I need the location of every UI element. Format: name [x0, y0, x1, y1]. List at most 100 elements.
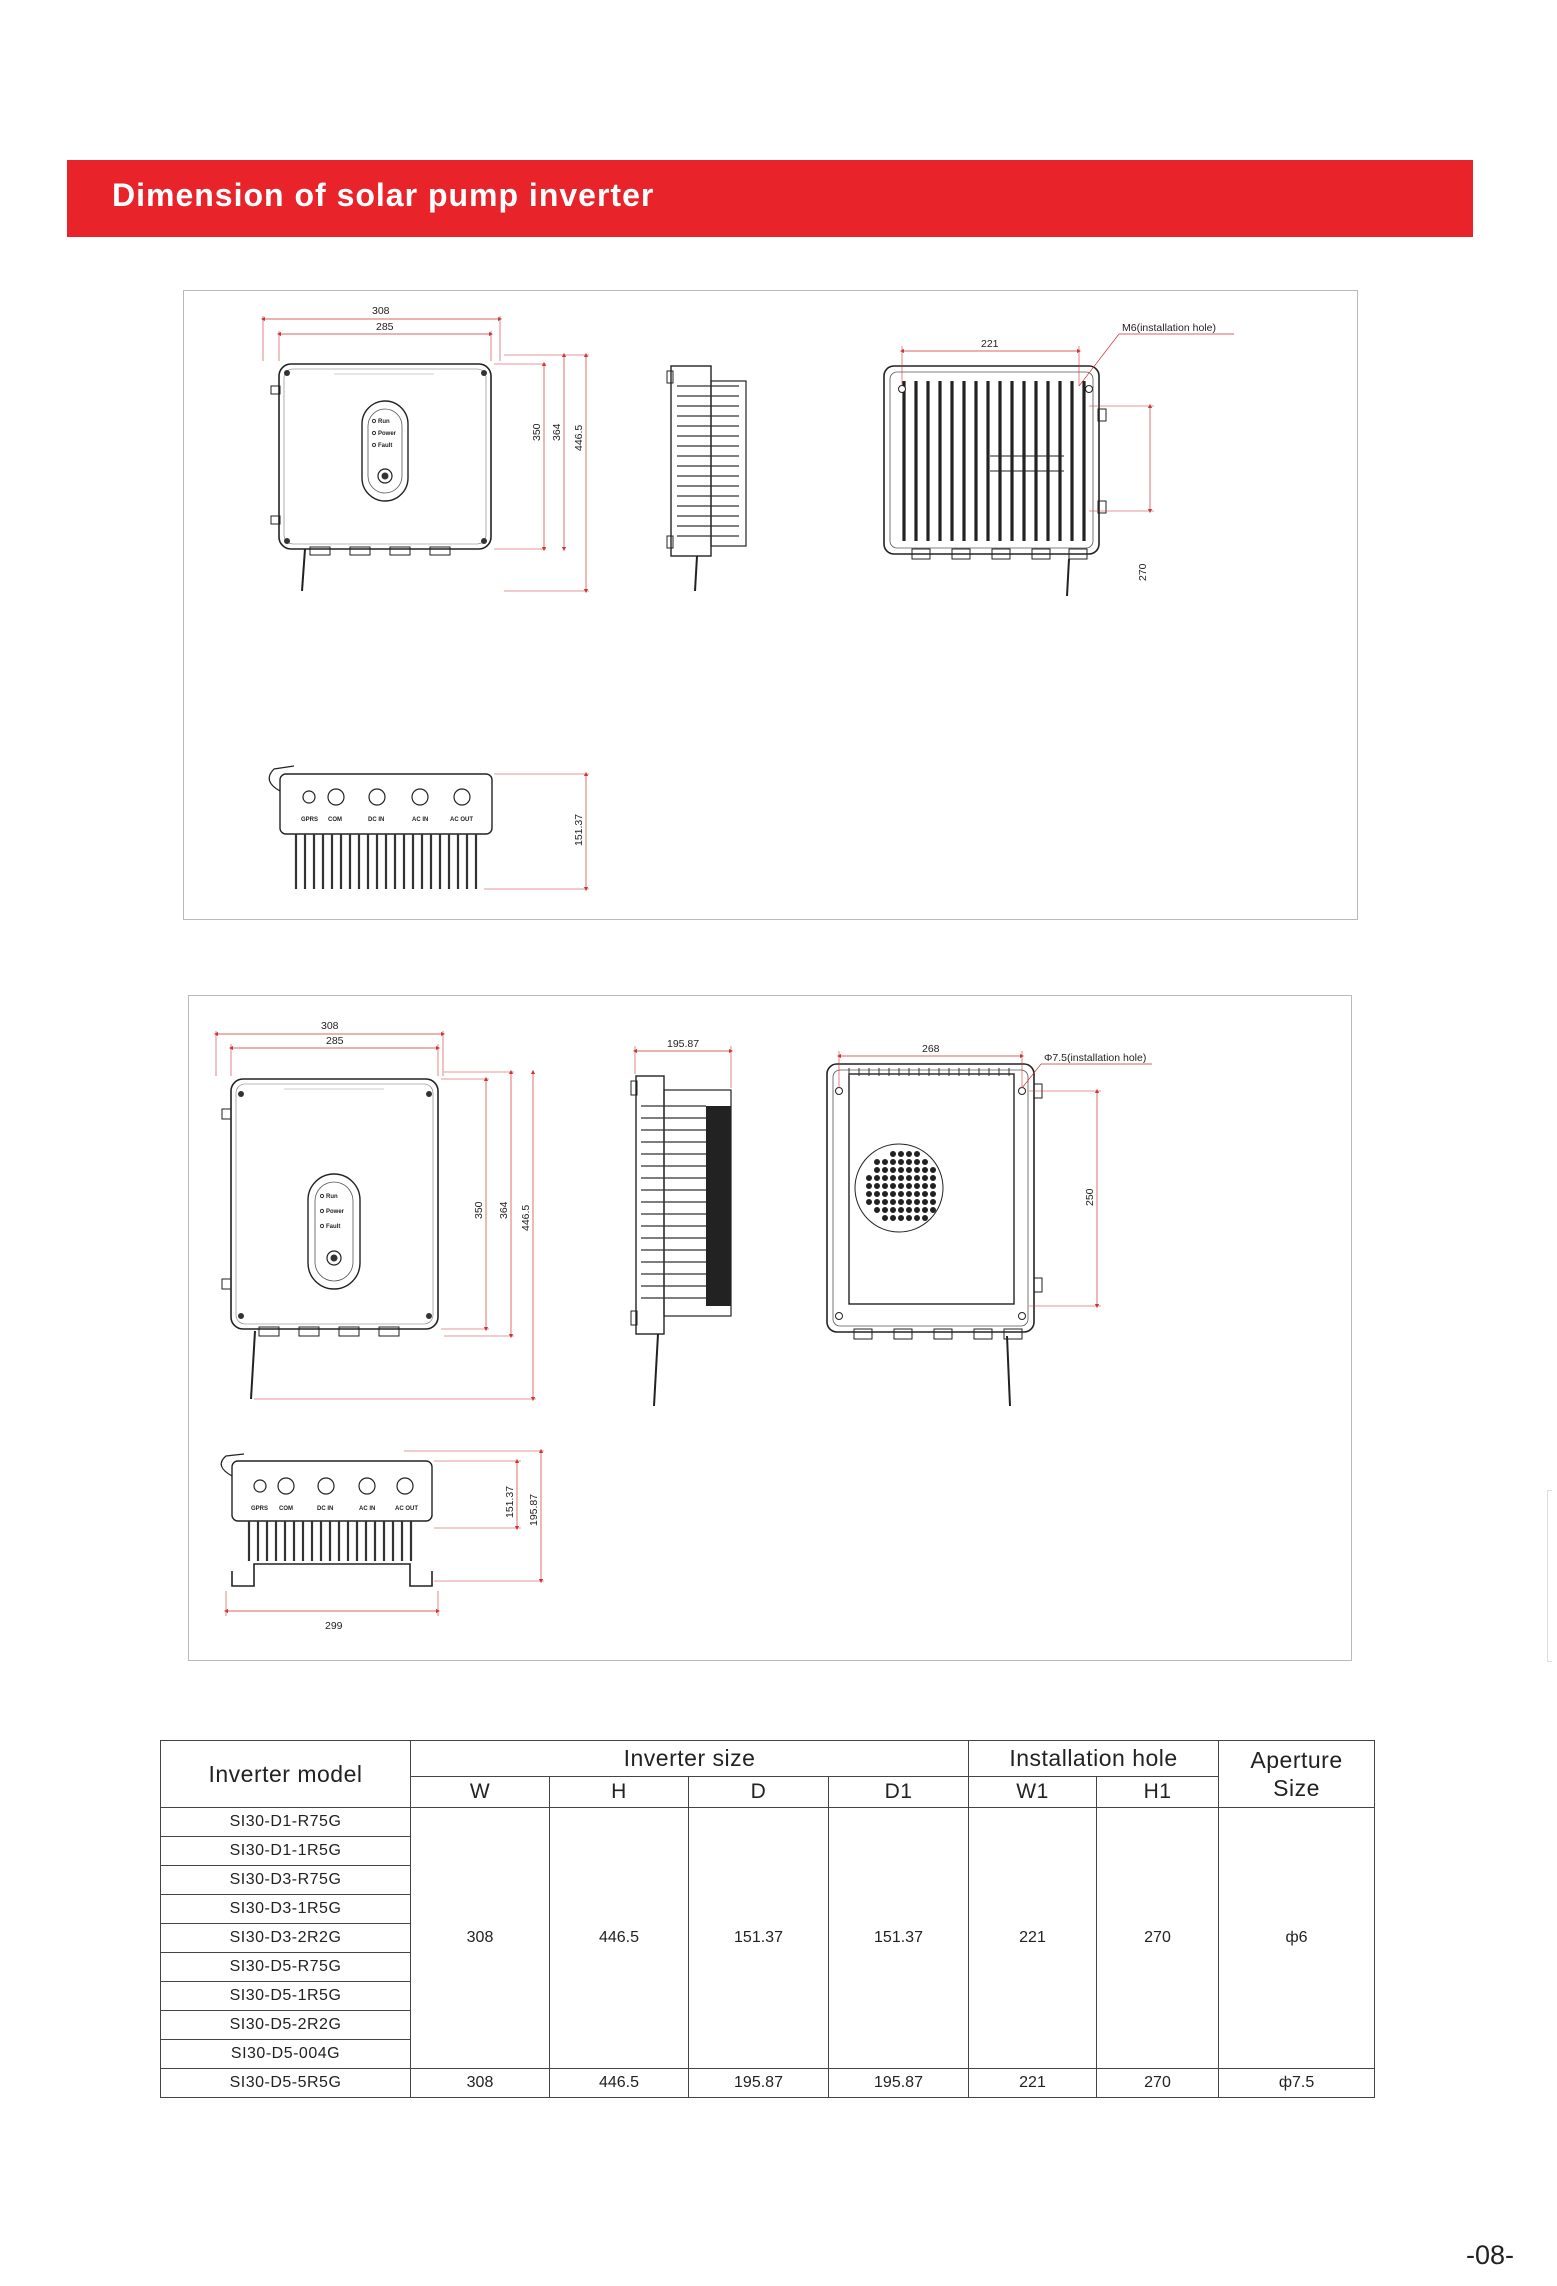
table-row: SI30-D5-2R2G [160, 2010, 1375, 2040]
fan-hole [898, 1151, 904, 1157]
drawing-2-bottom-dimensions: 151.37 195.87 299 [223, 1448, 544, 1632]
fan-hole [874, 1199, 880, 1205]
model-cell: SI30-D3-1R5G [160, 1894, 411, 1924]
fan-hole [874, 1183, 880, 1189]
dim-depth-195-87: 195.87 [667, 1038, 699, 1050]
port-label-gprs-2: GPRS [251, 1506, 268, 1512]
dim-width-285-2: 285 [326, 1035, 344, 1047]
dim-width-285: 285 [376, 321, 394, 333]
fan-hole [890, 1215, 896, 1221]
dim-hole-w-221: 221 [981, 338, 999, 350]
fan-hole [906, 1183, 912, 1189]
fan-hole [930, 1175, 936, 1181]
fan-hole [914, 1207, 920, 1213]
dim-height-350-2: 350 [473, 1201, 485, 1219]
page-number: -08- [1466, 2240, 1515, 2270]
panel-label-run-2: Run [326, 1194, 338, 1200]
page-title: Dimension of solar pump inverter [112, 177, 655, 213]
fan-hole [874, 1159, 880, 1165]
fan-hole [922, 1159, 928, 1165]
panel-label-power-2: Power [326, 1209, 345, 1215]
model-cell: SI30-D1-1R5G [160, 1836, 411, 1866]
header-inverter-size: Inverter size [409, 1740, 970, 1777]
header-d1: D1 [827, 1776, 970, 1808]
table-row: SI30-D3-R75G [160, 1865, 1375, 1895]
fan-hole [882, 1191, 888, 1197]
header-inverter-model: Inverter model [160, 1740, 411, 1808]
group-1-h: 446.5 [549, 1807, 689, 2069]
fan-hole [906, 1215, 912, 1221]
fan-hole [930, 1191, 936, 1197]
model-cell: SI30-D5-5R5G [160, 2068, 411, 2098]
dim-width-308: 308 [372, 305, 390, 317]
technical-drawing-2: Run Power Fault 308 285 350 364 446.5 [188, 995, 1352, 1661]
fan-hole [914, 1151, 920, 1157]
fan-hole [890, 1191, 896, 1197]
table-row: SI30-D1-R75G 308 446.5 151.37 151.37 221… [160, 1807, 1376, 2069]
drawing-1-bottom-dimensions: 151.37 [484, 771, 589, 892]
group-2-h: 446.5 [549, 2068, 689, 2098]
drawing-1-back-dimensions: 221 M6(installation hole) 270 [899, 322, 1234, 581]
dim-depth-151-37-2: 151.37 [504, 1486, 516, 1518]
fan-hole [906, 1167, 912, 1173]
fan-hole [890, 1175, 896, 1181]
drawing-2-side-dimensions: 195.87 [632, 1038, 734, 1088]
group-1-w: 308 [410, 1807, 550, 2069]
fan-hole [906, 1199, 912, 1205]
fan-hole [930, 1167, 936, 1173]
fan-hole [890, 1151, 896, 1157]
dim-height-446-5-2: 446.5 [520, 1205, 532, 1231]
fan-hole [898, 1175, 904, 1181]
dim-hole-w-268: 268 [922, 1043, 940, 1055]
fan-hole [922, 1175, 928, 1181]
fan-hole [890, 1207, 896, 1213]
panel-label-power: Power [378, 431, 397, 437]
fan-hole [874, 1175, 880, 1181]
fan-hole [882, 1183, 888, 1189]
dim-depth-195-87-2: 195.87 [528, 1494, 540, 1526]
drawing-1-svg: Run Power Fault 308 285 350 364 446.5 [260, 305, 1234, 892]
table-row: SI30-D3-1R5G [160, 1894, 1375, 1924]
panel-label-run: Run [378, 419, 390, 425]
port-label-com: COM [328, 817, 342, 823]
fan-hole [906, 1191, 912, 1197]
table-row: SI30-D5-1R5G [160, 1981, 1375, 2011]
fan-hole [914, 1167, 920, 1173]
fan-hole [914, 1183, 920, 1189]
fan-hole [898, 1215, 904, 1221]
fan-hole [914, 1215, 920, 1221]
fan-hole [922, 1215, 928, 1221]
dim-width-308-2: 308 [321, 1020, 339, 1032]
group-1-d: 151.37 [688, 1807, 829, 2069]
fan-hole [898, 1191, 904, 1197]
dim-height-350: 350 [531, 423, 543, 441]
fan-hole [922, 1191, 928, 1197]
fan-hole [866, 1191, 872, 1197]
page-edge-mark [1547, 1490, 1552, 1662]
model-cell: SI30-D5-2R2G [160, 2010, 411, 2040]
model-cell: SI30-D3-R75G [160, 1865, 411, 1895]
header-installation-hole: Installation hole [968, 1740, 1220, 1777]
fan-hole [914, 1159, 920, 1165]
group-1-aperture: ф6 [1218, 1807, 1376, 2069]
fan-hole [906, 1159, 912, 1165]
fan-hole [922, 1183, 928, 1189]
fan-hole [930, 1199, 936, 1205]
panel-label-fault-2: Fault [326, 1224, 340, 1230]
section-header-bar: Dimension of solar pump inverter [67, 160, 1473, 237]
drawing-2-front-view: Run Power Fault [221, 1078, 439, 1400]
drawing-2-side-view [630, 1075, 732, 1407]
group-2-w1: 221 [968, 2068, 1098, 2098]
technical-drawing-1: Run Power Fault 308 285 350 364 446.5 [183, 290, 1358, 920]
dim-hole-h-270: 270 [1137, 563, 1149, 581]
group-2-h1: 270 [1096, 2068, 1220, 2098]
fan-hole [882, 1167, 888, 1173]
port-label-com-2: COM [279, 1506, 293, 1512]
model-cell: SI30-D5-1R5G [160, 1981, 411, 2011]
fan-hole [890, 1167, 896, 1173]
fan-hole [874, 1191, 880, 1197]
dim-base-width-299: 299 [325, 1620, 343, 1632]
fan-hole [898, 1207, 904, 1213]
fan-hole [866, 1199, 872, 1205]
table-row: SI30-D5-5R5G 308 446.5 195.87 195.87 221… [160, 2068, 1376, 2098]
